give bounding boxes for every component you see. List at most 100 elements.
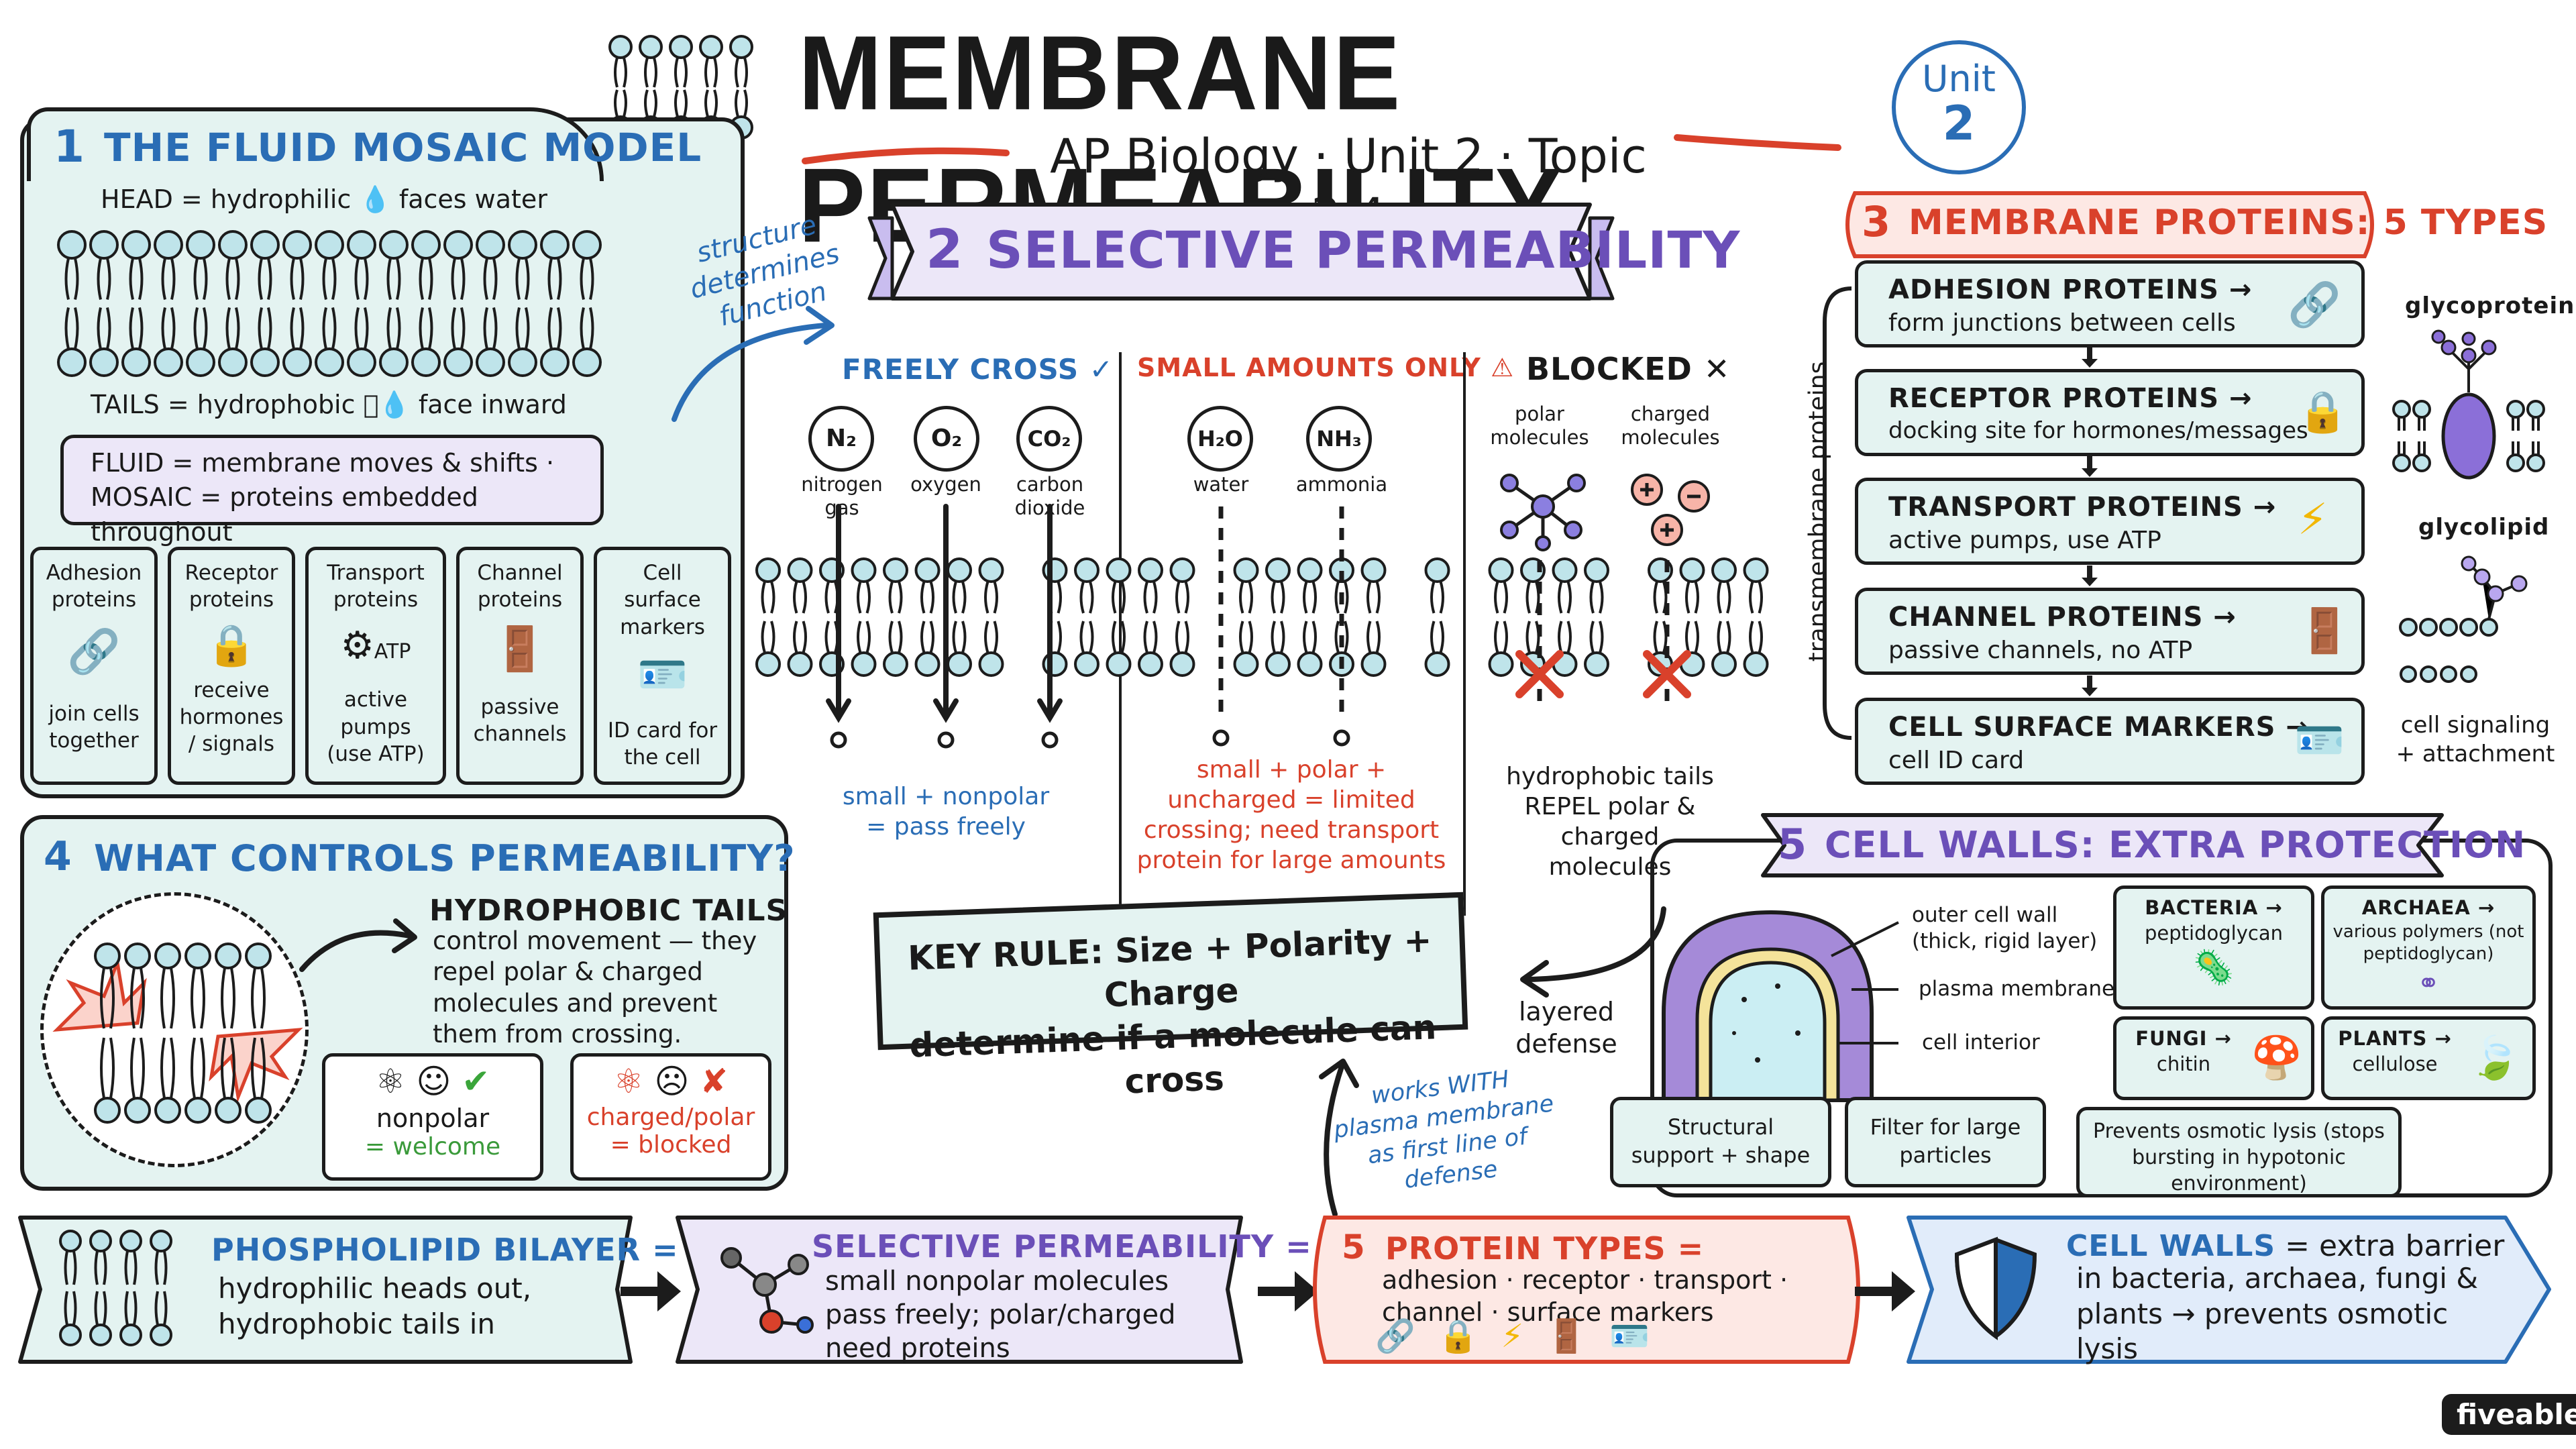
summary-banner-2 — [676, 1216, 1243, 1364]
phospholipid-head — [1297, 557, 1323, 583]
phospholipid-tail — [290, 258, 305, 300]
phospholipid-tail — [97, 307, 111, 350]
summary-3-title: PROTEIN TYPES = — [1385, 1230, 1705, 1267]
molecule-name: oxygen — [910, 473, 981, 496]
crossing-arrows — [826, 504, 1691, 749]
mini-card-channel: Channel proteins 🚪 passive channels — [456, 547, 584, 785]
door-icon: 🚪 — [2298, 606, 2351, 656]
phospholipid-head — [1424, 651, 1450, 677]
nonpolar-sub: = welcome — [364, 1133, 501, 1161]
phospholipid-tail — [1271, 581, 1285, 614]
phospholipid-head — [1106, 651, 1132, 677]
phospholipid-head — [186, 230, 215, 260]
lightning-icon: ⚡ — [2298, 495, 2328, 545]
bilayer-diagram — [57, 230, 602, 377]
phospholipid-head — [1106, 557, 1132, 583]
phospholipid-tail — [386, 307, 401, 350]
summary-1-body: hydrophilic heads out, hydrophobic tails… — [218, 1272, 532, 1340]
phospholipid-tail — [258, 307, 272, 350]
molecule-co2: CO₂ — [1016, 406, 1082, 472]
summary-3-number: 5 — [1342, 1228, 1366, 1267]
org-desc: cellulose — [2352, 1052, 2438, 1075]
phospholipid-tail — [1366, 621, 1381, 653]
phospholipid-tail — [547, 258, 562, 300]
section-3-number: 3 — [1862, 197, 1892, 246]
phospholipid-tail — [1143, 621, 1158, 653]
summary-4-title: CELL WALLS — [2066, 1229, 2276, 1263]
phospholipid-tail — [290, 307, 305, 350]
hydrophobic-tails-body: control movement — they repel polar & ch… — [433, 926, 757, 1049]
phospholipid-head — [1138, 651, 1163, 677]
phospholipid-head — [851, 557, 877, 583]
phospholipid-tail — [547, 307, 562, 350]
leaf-icon: 🍃 — [2469, 1033, 2521, 1082]
summary-molecule-icon — [720, 1247, 814, 1334]
lock-icon: 🔒 — [206, 621, 257, 669]
phospholipid-tail — [1239, 581, 1253, 614]
nonpolar-icons: ⚛ ☺ ✔ — [325, 1062, 540, 1101]
phospholipid-head — [411, 230, 441, 260]
tails-label: TAILS = hydrophobic ⃠💧 face inward — [91, 389, 567, 421]
water-drop-icon: 💧 — [359, 184, 391, 214]
mini-card-bottom: passive channels — [473, 694, 567, 747]
phospholipid-head — [1424, 557, 1450, 583]
column-divider-1 — [1119, 352, 1122, 916]
phospholipid-tail — [354, 258, 369, 300]
lightning-icon: ⚡ — [1501, 1318, 1547, 1355]
protein-row-adhesion: ADHESION PROTEINS → form junctions betwe… — [1855, 260, 2365, 347]
phospholipid-tail — [1079, 581, 1094, 614]
charged-molecule-icon — [1631, 474, 1710, 546]
phospholipid-tail — [857, 621, 871, 653]
glycolipid-diagram — [2399, 555, 2528, 683]
phospholipid-tail — [515, 258, 530, 300]
tails-label-suffix: face inward — [418, 390, 567, 419]
phospholipid-head — [978, 557, 1004, 583]
phospholipid-tail — [322, 307, 337, 350]
fluid-line: FLUID = membrane moves & shifts · — [91, 448, 555, 478]
phospholipid-tail — [483, 258, 498, 300]
phospholipid-head — [89, 230, 119, 260]
phospholipid-tail — [129, 307, 144, 350]
phospholipid-tail — [1079, 621, 1094, 653]
phospholipid-tail — [1494, 581, 1508, 614]
glycolipid-label: glycolipid — [2418, 514, 2550, 541]
phospholipid-tail — [1494, 621, 1508, 653]
phospholipid-tail — [920, 581, 934, 614]
phospholipid-head — [1743, 651, 1769, 677]
org-desc: chitin — [2156, 1052, 2211, 1075]
molecule-name: polar molecules — [1490, 402, 1589, 449]
protein-row-desc: cell ID card — [1888, 747, 2025, 774]
glycoprotein-label: glycoprotein — [2405, 292, 2575, 319]
lock-icon: 🔒 — [1438, 1318, 1501, 1355]
lock-icon: 🔒 — [2298, 388, 2348, 435]
key-rule-box: KEY RULE: Size + Polarity + Charge deter… — [873, 892, 1468, 1101]
shield-icon — [1954, 1236, 2037, 1340]
phospholipid-tail — [161, 258, 176, 300]
unit-badge: Unit 2 — [1892, 40, 2026, 174]
phospholipid-head — [508, 347, 537, 377]
phospholipid-tail — [193, 258, 208, 300]
phospholipid-head — [540, 347, 570, 377]
id-card-icon: 🪪 — [637, 651, 688, 698]
molecule-name: ammonia — [1295, 473, 1388, 496]
phospholipid-head — [1297, 651, 1323, 677]
molecule-n2: N₂ — [808, 406, 874, 472]
phospholipid-head — [250, 347, 280, 377]
door-icon: 🚪 — [493, 624, 547, 674]
cell-signaling-note: cell signaling + attachment — [2396, 712, 2555, 767]
phospholipid-tail — [1430, 581, 1444, 614]
phospholipid-tail — [1558, 621, 1572, 653]
phospholipid-head — [1360, 557, 1387, 583]
phospholipid-tail — [1430, 621, 1444, 653]
phospholipid-head — [1360, 651, 1387, 677]
phospholipid-tail — [1303, 621, 1317, 653]
phospholipid-head — [282, 347, 312, 377]
phospholipid-tail — [1239, 621, 1253, 653]
head-label-suffix: faces water — [398, 184, 547, 214]
section-1-title: THE FLUID MOSAIC MODEL — [104, 125, 702, 170]
membrane-closeup-circle — [40, 892, 309, 1167]
link-icon: 🔗 — [1375, 1318, 1438, 1355]
charged-molecule-icon: ⚛ — [613, 1062, 644, 1101]
phospholipid-head — [443, 347, 473, 377]
transmembrane-bracket — [1823, 286, 1852, 740]
